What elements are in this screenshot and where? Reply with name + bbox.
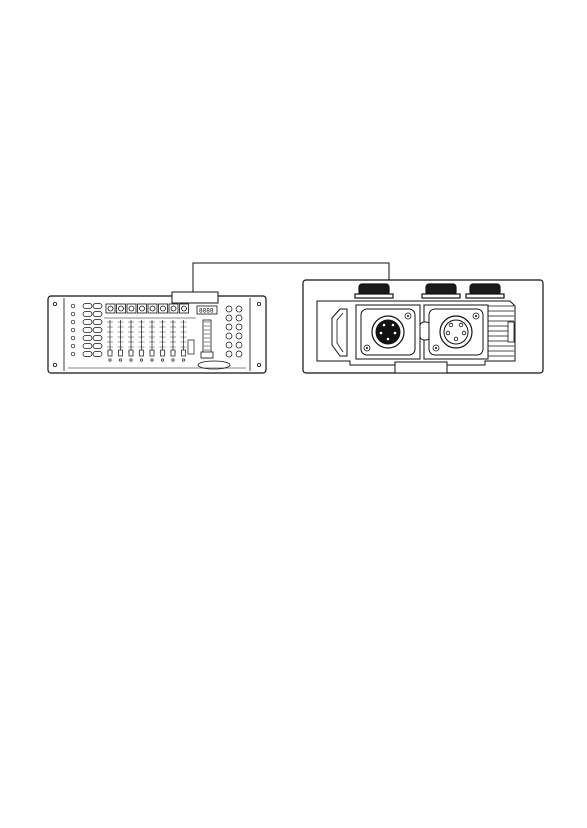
right-button [226,306,232,312]
fader-cap [150,350,154,356]
right-button [236,315,242,321]
scene-button-led [140,306,145,311]
scene-button-led [108,306,113,311]
scene-button-led [171,306,176,311]
fader-led [182,359,184,361]
right-button [236,333,242,339]
left-indicator [71,320,75,324]
left-button [83,312,92,317]
left-indicator [71,304,75,308]
dmx-in-connector [361,309,415,355]
right-button [226,351,232,357]
fader-cap [182,350,186,356]
fader-led [140,359,142,361]
left-button [83,352,92,357]
right-button [226,324,232,330]
right-button [226,333,232,339]
knob-right [470,284,500,295]
controller-dmx-out-port [172,292,218,303]
left-indicator [71,328,75,332]
fader-cap [108,350,112,356]
scene-button-led [119,306,124,311]
left-button [83,336,92,341]
left-button [93,312,102,317]
left-button [93,304,102,309]
left-button [83,328,92,333]
fader-cap [171,350,175,356]
right-button [236,351,242,357]
left-indicator [71,312,75,316]
master-fader-cap [201,352,213,358]
scene-button-led [161,306,166,311]
left-button [93,336,102,341]
left-button [93,352,102,357]
left-button [83,304,92,309]
fader-cap [140,350,144,356]
bottom-tab [395,362,447,373]
right-button [226,342,232,348]
fixture-rear-panel [303,280,543,373]
scene-button-led [129,306,134,311]
scene-button-led [150,306,155,311]
right-button [236,306,242,312]
left-button [93,328,102,333]
right-button [236,342,242,348]
knob-left [359,284,389,295]
dmx-out-connector [429,309,483,355]
scene-button-led [182,306,187,311]
right-button [226,315,232,321]
fader-led [172,359,174,361]
left-button [93,320,102,325]
fader-cap [129,350,133,356]
fader-led [109,359,111,361]
fader-led [161,359,163,361]
left-indicator [71,336,75,340]
fader-cap [161,350,165,356]
left-button [93,344,102,349]
knob-middle [426,284,456,295]
dmx-controller: 8888 [48,292,266,373]
left-indicator [71,352,75,356]
fader-cap [119,350,123,356]
left-indicator [71,344,75,348]
right-button [236,324,242,330]
fin-clip [508,322,514,342]
left-button [83,344,92,349]
fader-led [130,359,132,361]
top-knobs [355,284,504,298]
fader-led [119,359,121,361]
left-button [83,320,92,325]
small-switch [188,340,194,354]
fader-led [151,359,153,361]
lcd-display-text: 8888 [199,308,214,315]
